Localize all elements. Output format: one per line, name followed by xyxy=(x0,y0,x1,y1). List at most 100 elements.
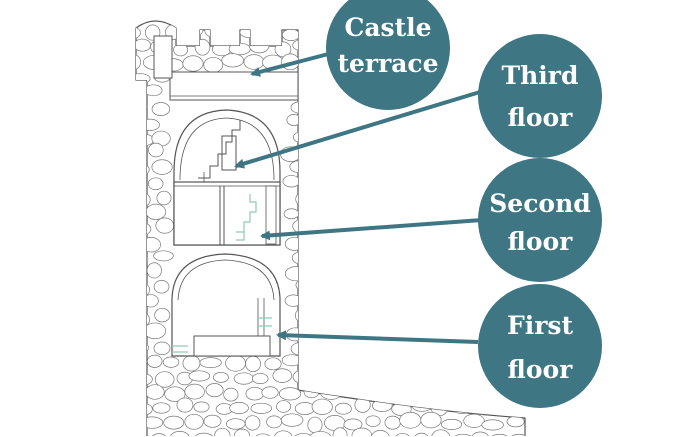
stone xyxy=(403,144,420,157)
stone xyxy=(148,142,164,158)
stone xyxy=(143,322,167,340)
stone xyxy=(184,383,205,400)
stone xyxy=(481,419,504,431)
stone xyxy=(303,358,325,372)
stone xyxy=(314,310,334,326)
stone xyxy=(344,175,362,192)
stone xyxy=(422,145,443,157)
stone xyxy=(425,173,441,190)
stone xyxy=(136,221,152,237)
stone xyxy=(145,384,165,400)
stone xyxy=(391,159,414,173)
stone xyxy=(383,295,403,308)
stone xyxy=(420,411,442,429)
stone xyxy=(221,53,244,68)
stone xyxy=(184,413,204,430)
stone xyxy=(464,52,480,68)
stone xyxy=(343,205,366,222)
stone xyxy=(384,415,401,430)
stone xyxy=(463,115,485,128)
stone xyxy=(509,433,525,436)
stone xyxy=(443,175,460,189)
stone xyxy=(472,158,492,176)
stone xyxy=(390,251,408,267)
label-first-floor: First floor xyxy=(478,284,602,408)
stone xyxy=(396,339,414,353)
stone xyxy=(239,26,262,39)
stone xyxy=(283,208,300,220)
stone xyxy=(194,38,211,56)
stone xyxy=(306,174,322,187)
stone xyxy=(322,178,341,191)
stone xyxy=(292,39,308,51)
stone xyxy=(363,359,380,371)
stone xyxy=(184,24,204,37)
stone xyxy=(213,371,229,383)
stone xyxy=(360,265,382,277)
stone xyxy=(352,278,369,295)
stone xyxy=(292,131,311,144)
stone xyxy=(144,84,163,97)
stone xyxy=(315,162,333,174)
label-second-floor: Second floor xyxy=(478,158,602,282)
stone xyxy=(378,387,402,400)
stone xyxy=(282,175,301,188)
stone xyxy=(423,232,443,249)
stone xyxy=(414,248,431,263)
stone xyxy=(153,250,174,262)
stone xyxy=(136,403,153,416)
stone xyxy=(169,431,190,436)
stone xyxy=(406,113,423,127)
stone xyxy=(415,159,431,176)
stone xyxy=(447,207,464,221)
stone xyxy=(342,384,359,396)
stone xyxy=(350,339,372,356)
stone xyxy=(453,342,475,357)
stone xyxy=(244,415,261,431)
stone xyxy=(464,383,480,400)
stone xyxy=(147,177,164,191)
stone xyxy=(407,384,425,399)
stone xyxy=(315,100,332,116)
stone xyxy=(355,252,371,266)
stone xyxy=(176,397,194,413)
stone xyxy=(328,339,351,351)
stone xyxy=(245,355,261,373)
stone xyxy=(136,133,155,146)
stone xyxy=(432,309,454,323)
stone xyxy=(281,28,301,41)
stone xyxy=(199,357,222,369)
stone xyxy=(345,142,363,158)
stone xyxy=(136,385,141,400)
stone xyxy=(254,433,272,436)
stone xyxy=(136,87,143,103)
stone xyxy=(331,252,349,264)
stone xyxy=(290,101,309,114)
stone xyxy=(304,119,320,131)
stone xyxy=(204,23,224,38)
stone xyxy=(225,418,246,430)
stone xyxy=(309,431,332,436)
stone xyxy=(314,341,334,354)
stone xyxy=(320,385,343,400)
stone xyxy=(136,294,142,311)
stone xyxy=(146,354,163,368)
stone xyxy=(431,128,454,143)
stone xyxy=(489,433,510,436)
stone xyxy=(495,401,512,414)
stone xyxy=(136,416,146,431)
second-floor-line2: floor xyxy=(508,227,574,256)
second-floor-line1: Second xyxy=(489,189,591,218)
stone xyxy=(313,189,331,203)
stone xyxy=(445,265,464,278)
stone xyxy=(411,399,433,412)
stone xyxy=(361,179,384,191)
stone xyxy=(229,402,249,414)
stone xyxy=(413,281,433,294)
stone xyxy=(454,41,472,55)
label-third-floor: Third floor xyxy=(478,34,602,158)
stone xyxy=(136,100,148,114)
stone xyxy=(311,398,333,415)
stone xyxy=(334,402,352,415)
stone xyxy=(413,432,430,436)
